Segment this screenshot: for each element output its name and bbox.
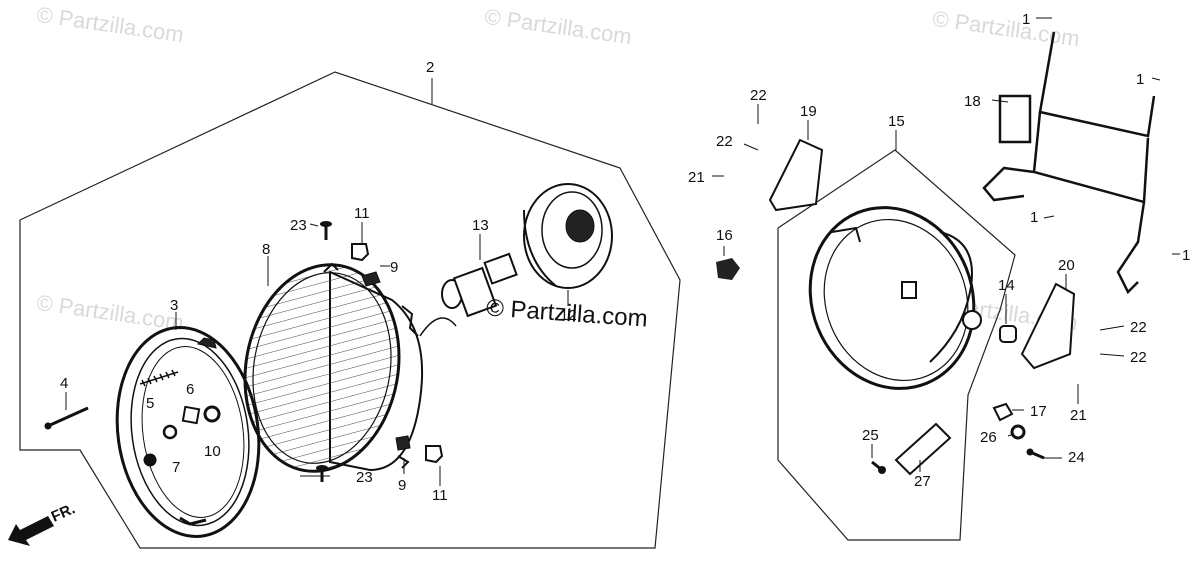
callout-23-upper: 23 (290, 217, 307, 234)
nut-16 (716, 258, 740, 280)
callout-22-right-upper: 22 (1130, 319, 1147, 336)
group-outline-right (777, 149, 1016, 541)
screw-23-upper (320, 221, 332, 240)
callout-22-right-lower: 22 (1130, 349, 1147, 366)
nut-6 (181, 405, 201, 425)
callout-3: 3 (170, 297, 178, 314)
callout-16: 16 (716, 227, 733, 244)
callout-9-lower: 9 (398, 477, 406, 494)
callout-5: 5 (146, 395, 154, 412)
group-outline-left (19, 71, 681, 549)
nut-7 (162, 424, 178, 440)
clip-9-lower (395, 435, 411, 451)
bulb-wire (419, 317, 457, 337)
callout-7: 7 (172, 459, 180, 476)
bulb (441, 252, 518, 318)
bolt-17 (992, 402, 1014, 422)
callout-labels: 2 3 4 5 6 7 8 9 9 10 11 11 12 13 14 15 1… (60, 11, 1190, 504)
callout-14: 14 (998, 277, 1015, 294)
callout-21-right: 21 (1070, 407, 1087, 424)
callout-10: 10 (204, 443, 221, 460)
callout-21-left: 21 (688, 169, 705, 186)
callout-23-lower: 23 (356, 469, 373, 486)
screw-4 (44, 406, 89, 430)
headlight-case (808, 206, 982, 390)
clip-11-lower (425, 445, 444, 464)
callout-11-lower: 11 (432, 487, 448, 504)
washer-26 (1010, 424, 1026, 440)
bracket-20 (1020, 282, 1076, 370)
callout-2: 2 (426, 59, 434, 76)
screw-23-lower (316, 465, 328, 482)
callout-4: 4 (60, 375, 68, 392)
callout-1-edge: 1 (1182, 247, 1190, 264)
clip-9-upper (361, 271, 381, 287)
dust-cover (523, 183, 613, 289)
screw-25 (871, 460, 886, 474)
headlight-stay (982, 31, 1156, 295)
callout-17: 17 (1030, 403, 1047, 420)
front-direction-arrow: FR. (8, 500, 78, 546)
callout-1-middle: 1 (1030, 209, 1038, 226)
leader-lines (65, 17, 1180, 486)
screw-24 (1026, 448, 1045, 460)
nut-10 (203, 405, 221, 423)
callout-6: 6 (186, 381, 194, 398)
callout-1-right: 1 (1136, 71, 1144, 88)
callout-11-upper: 11 (354, 205, 370, 222)
callout-18: 18 (964, 93, 981, 110)
spring-5 (139, 369, 179, 387)
callout-22-left: 22 (716, 133, 733, 150)
callout-9-upper: 9 (390, 259, 398, 276)
callout-26: 26 (980, 429, 997, 446)
clip-11-upper (351, 243, 370, 262)
direction-label: FR. (49, 500, 78, 525)
callout-24: 24 (1068, 449, 1085, 466)
callout-22-top: 22 (750, 87, 767, 104)
callout-12: 12 (560, 307, 577, 324)
callout-13: 13 (472, 217, 489, 234)
callout-27: 27 (914, 473, 931, 490)
callout-1-top: 1 (1022, 11, 1030, 28)
plate-27 (894, 422, 952, 476)
headlight-unit (243, 262, 424, 473)
callout-8: 8 (262, 241, 270, 258)
callout-19: 19 (800, 103, 817, 120)
collar-14 (999, 325, 1017, 343)
callout-25: 25 (862, 427, 879, 444)
callout-20: 20 (1058, 257, 1075, 274)
bracket-19 (768, 138, 824, 212)
callout-15: 15 (888, 113, 905, 130)
